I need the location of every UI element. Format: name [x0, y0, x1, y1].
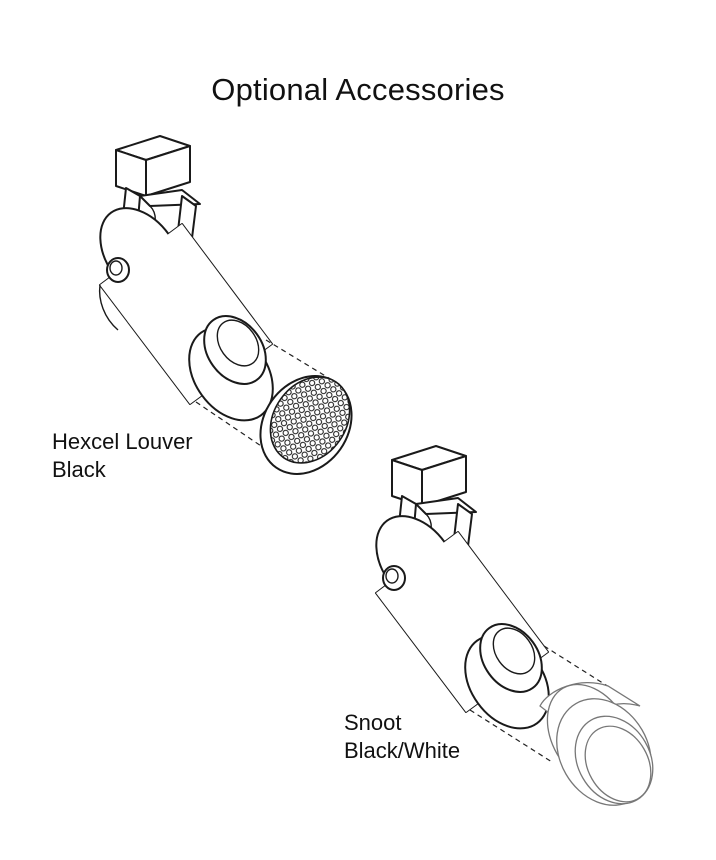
accessory-name: Snoot	[344, 710, 402, 735]
fixture-body	[375, 515, 550, 730]
tilt-knob	[106, 257, 130, 283]
page-title: Optional Accessories	[211, 72, 505, 107]
hexcel-louver-accessory	[259, 375, 353, 475]
guide-line	[469, 709, 553, 763]
track-adapter-box	[115, 135, 191, 197]
accessory-name: Hexcel Louver	[52, 429, 193, 454]
accessory-finish: Black	[52, 457, 106, 482]
track-light-fixture-1	[98, 135, 353, 475]
guide-line	[195, 401, 271, 453]
accessory-label-snoot: Snoot Black/White	[344, 709, 460, 765]
snoot-accessory	[539, 682, 654, 806]
tilt-knob	[382, 565, 406, 591]
track-adapter-box	[391, 445, 467, 507]
accessory-finish: Black/White	[344, 738, 461, 763]
accessory-label-hexcel-louver: Hexcel Louver Black	[52, 428, 193, 484]
fixture-body	[98, 207, 274, 422]
track-light-fixture-2	[375, 445, 654, 806]
